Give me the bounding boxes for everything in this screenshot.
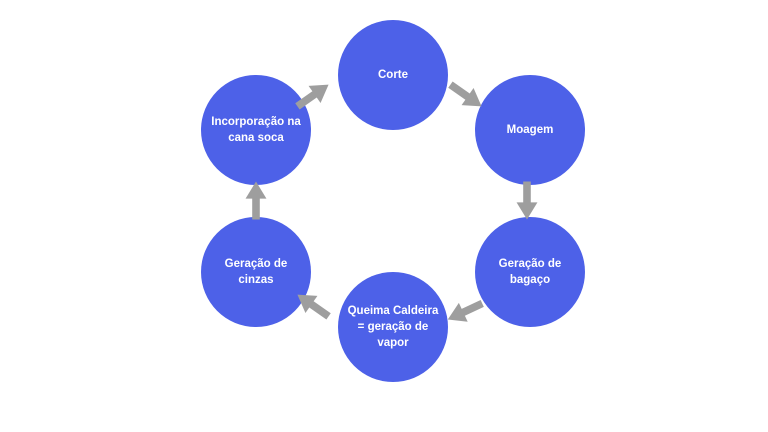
arrow-cinzas-to-incorporacao-icon — [245, 181, 267, 220]
arrow-corte-to-moagem-icon — [448, 81, 482, 107]
arrow-incorporacao-to-corte-icon — [295, 84, 329, 110]
arrow-bagaco-to-queima-icon — [447, 300, 484, 322]
node-moagem: Moagem — [475, 75, 585, 185]
node-label-incorporacao-na-cana-soca: Incorporação na cana soca — [211, 115, 301, 144]
arrow-moagem-to-bagaco-icon — [516, 181, 538, 220]
node-label-geracao-de-cinzas: Geração de cinzas — [224, 257, 288, 286]
node-label-geracao-de-bagaco: Geração de bagaço — [498, 257, 562, 286]
node-geracao-de-bagaco: Geração de bagaço — [475, 217, 585, 327]
node-label-queima-caldeira: Queima Caldeira = geração de vapor — [347, 304, 439, 350]
node-queima-caldeira: Queima Caldeira = geração de vapor — [338, 272, 448, 382]
node-corte: Corte — [338, 20, 448, 130]
node-label-moagem: Moagem — [506, 123, 554, 136]
node-label-corte: Corte — [377, 68, 409, 81]
node-geracao-de-cinzas: Geração de cinzas — [201, 217, 311, 327]
arrow-queima-to-cinzas-icon — [297, 294, 331, 320]
node-incorporacao-na-cana-soca: Incorporação na cana soca — [201, 75, 311, 185]
